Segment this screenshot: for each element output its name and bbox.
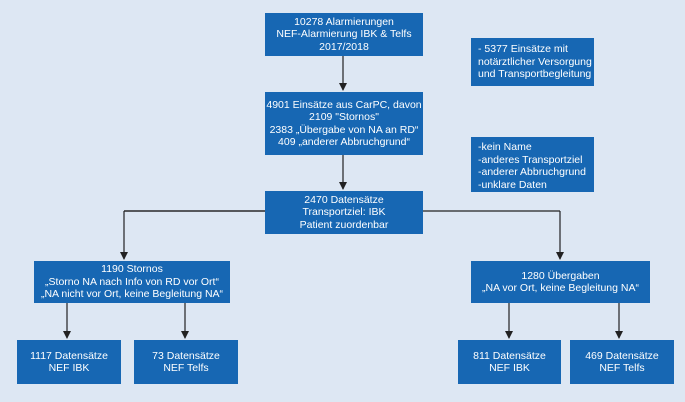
alarms-box: 10278 Alarmierungen NEF-Alarmierung IBK …: [265, 13, 423, 56]
carpc-line-3: 2383 „Übergabe von NA an RD“: [269, 123, 419, 136]
stornos-ibk-box: 1117 Datensätze NEF IBK: [17, 340, 121, 384]
uebergaben-box: 1280 Übergaben „NA vor Ort, keine Beglei…: [471, 261, 650, 303]
uebergaben-ibk-line-2: NEF IBK: [489, 362, 530, 374]
stornos-ibk-line-1: 1117 Datensätze: [30, 349, 108, 362]
carpc-box: 4901 Einsätze aus CarPC, davon 2109 "Sto…: [265, 92, 423, 155]
exclusion-reason-1: -kein Name: [478, 141, 532, 153]
excluded-transport-line-2: notärztlicher Versorgung: [478, 55, 592, 68]
exclusion-reason-4: -unklare Daten: [478, 178, 547, 191]
uebergaben-ibk-line-1: 811 Datensätze: [473, 349, 546, 362]
excluded-transport-line-3: und Transportbegleitung: [478, 68, 592, 80]
stornos-telfs-line-1: 73 Datensätze: [152, 349, 220, 362]
carpc-line-2: 2109 "Stornos": [309, 111, 379, 123]
stornos-ibk-line-2: NEF IBK: [48, 362, 90, 374]
stornos-line-3: „NA nicht vor Ort, keine Begleitung NA“: [40, 288, 224, 301]
records-line-2: Transportziel: IBK: [302, 206, 386, 219]
uebergaben-telfs-line-1: 469 Datensätze: [585, 349, 659, 362]
uebergaben-line-2: „NA vor Ort, keine Begleitung NA“: [482, 282, 639, 294]
uebergaben-telfs-line-2: NEF Telfs: [599, 362, 645, 374]
excluded-transport-note: - 5377 Einsätze mit notärztlicher Versor…: [471, 38, 594, 86]
records-line-1: 2470 Datensätze: [304, 193, 384, 206]
uebergaben-line-1: 1280 Übergaben: [521, 269, 600, 282]
stornos-telfs-line-2: NEF Telfs: [163, 362, 209, 374]
alarms-line-1: 10278 Alarmierungen: [294, 15, 394, 28]
exclusion-reason-2: -anderes Transportziel: [478, 153, 583, 166]
uebergaben-telfs-box: 469 Datensätze NEF Telfs: [570, 340, 674, 384]
stornos-telfs-box: 73 Datensätze NEF Telfs: [134, 340, 238, 384]
exclusion-reasons-note: -kein Name -anderes Transportziel -ander…: [471, 137, 594, 192]
stornos-line-2: „Storno NA nach Info von RD vor Ort“: [45, 275, 219, 288]
records-line-3: Patient zuordenbar: [299, 218, 389, 231]
excluded-transport-line-1: - 5377 Einsätze mit: [478, 43, 568, 55]
records-box: 2470 Datensätze Transportziel: IBK Patie…: [265, 191, 423, 234]
alarms-line-2: NEF-Alarmierung IBK & Telfs: [276, 28, 412, 41]
stornos-line-1: 1190 Stornos: [101, 263, 163, 276]
carpc-line-4: 409 „anderer Abbruchgrund“: [278, 136, 410, 148]
carpc-line-1: 4901 Einsätze aus CarPC, davon: [266, 98, 422, 111]
uebergaben-ibk-box: 811 Datensätze NEF IBK: [458, 340, 561, 384]
exclusion-reason-3: -anderer Abbruchgrund: [478, 166, 586, 178]
alarms-line-3: 2017/2018: [319, 40, 369, 53]
stornos-box: 1190 Stornos „Storno NA nach Info von RD…: [34, 261, 230, 303]
